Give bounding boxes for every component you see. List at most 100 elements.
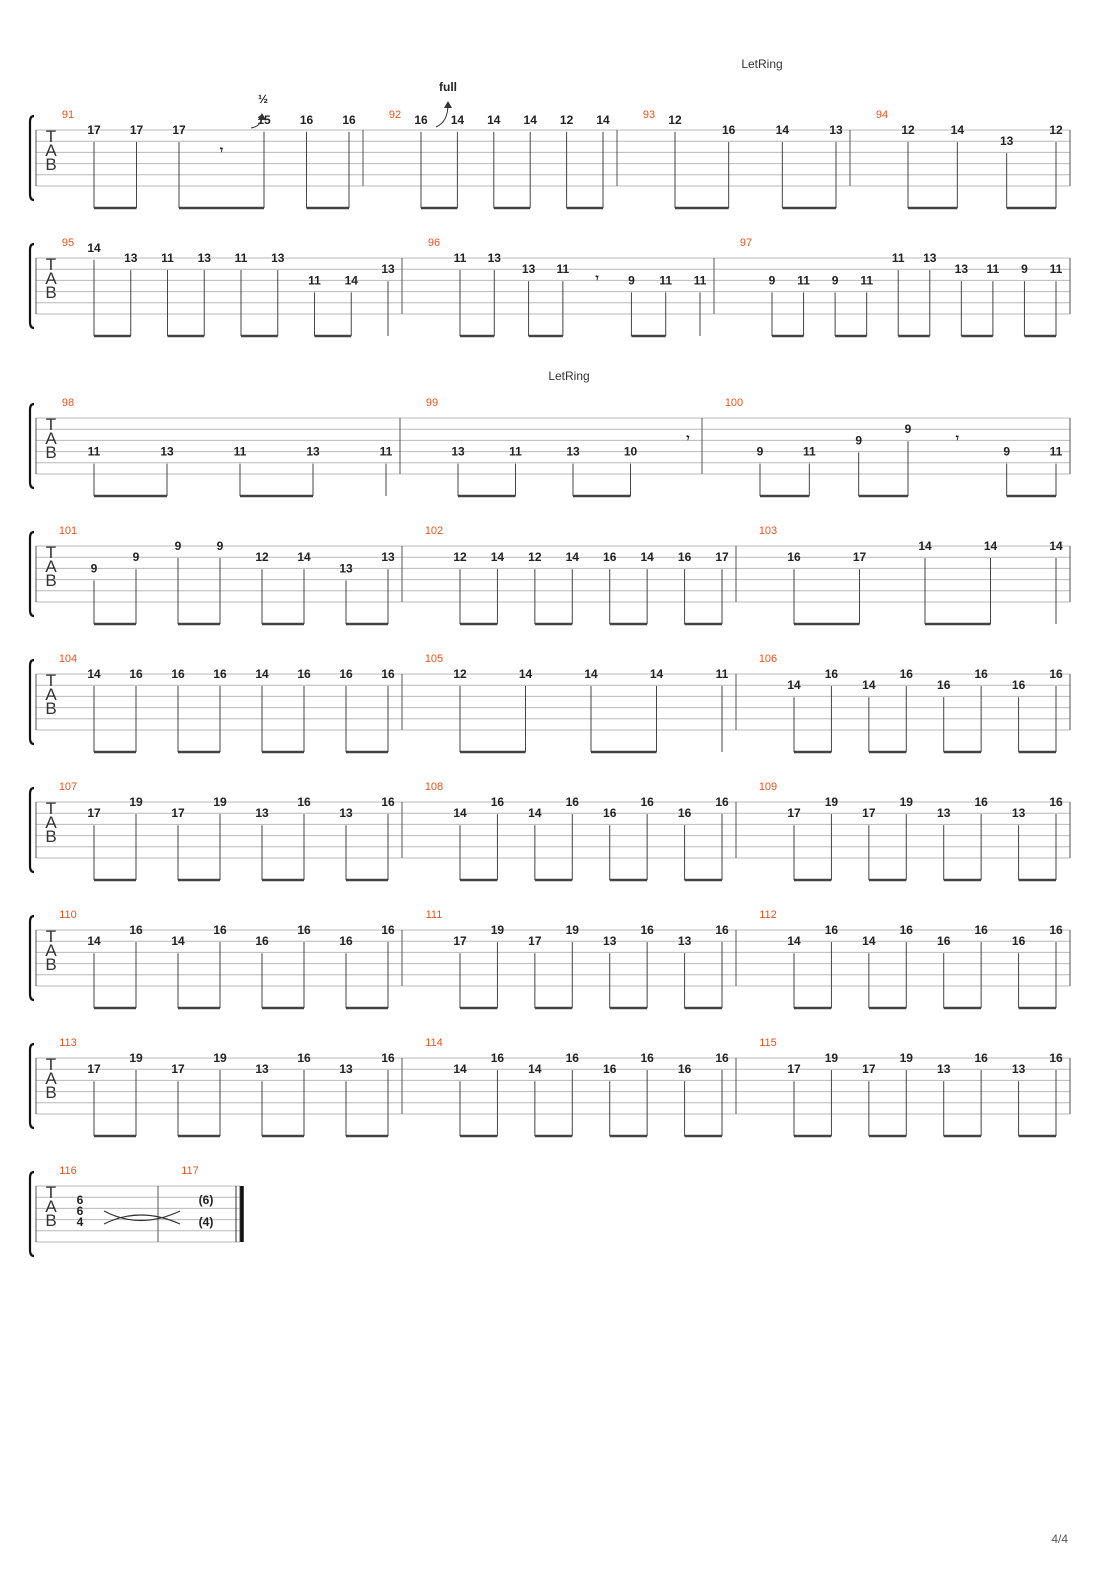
- fret-number: 11: [454, 251, 467, 265]
- fret-number: 16: [381, 1051, 395, 1065]
- measure-number: 105: [425, 653, 443, 665]
- fret-number: 11: [803, 445, 816, 459]
- fret-number: 16: [297, 923, 311, 937]
- tab-clef-letter: B: [45, 1083, 56, 1102]
- fret-number: 12: [255, 550, 269, 564]
- fret-number: 16: [300, 113, 314, 127]
- tab-clef-letter: B: [45, 571, 56, 590]
- fret-number: 13: [1000, 134, 1014, 148]
- fret-number: 16: [213, 667, 227, 681]
- measure: 117(6)(4): [181, 1165, 213, 1229]
- fret-number: 16: [213, 923, 227, 937]
- fret-number: 16: [937, 678, 951, 692]
- fret-number: 17: [715, 550, 729, 564]
- fret-number: 14: [255, 667, 269, 681]
- fret-number: 11: [1050, 262, 1063, 276]
- fret-number: 16: [339, 667, 353, 681]
- fret-number: 16: [342, 113, 356, 127]
- fret-number: 16: [255, 934, 269, 948]
- tab-system: TAB1131719171913161316114141614161616161…: [28, 1037, 1071, 1138]
- system-bracket: [28, 1170, 35, 1258]
- fret-number: 16: [566, 1051, 580, 1065]
- tab-clef-letter: A: [45, 141, 57, 160]
- fret-number: 14: [984, 539, 998, 553]
- fret-number: 17: [862, 806, 876, 820]
- fret-number: 14: [87, 241, 101, 255]
- fret-number: 16: [297, 667, 311, 681]
- fret-number: 13: [255, 1062, 269, 1076]
- tab-clef-letter: A: [45, 269, 57, 288]
- fret-number: 13: [255, 806, 269, 820]
- measure-number: 93: [643, 109, 655, 121]
- fret-number: 16: [640, 923, 654, 937]
- fret-number: 16: [715, 1051, 729, 1065]
- tab-clef-letter: T: [46, 415, 56, 434]
- fret-number: 19: [825, 1051, 839, 1065]
- fret-number: 9: [217, 539, 224, 553]
- fret-number: 14: [951, 123, 965, 137]
- fret-number: 14: [524, 113, 538, 127]
- fret-number: 13: [937, 806, 951, 820]
- fret-number: 13: [339, 806, 353, 820]
- tab-clef-letter: T: [46, 1183, 56, 1202]
- fret-number: 17: [171, 806, 185, 820]
- bend-arrow-head: [444, 101, 452, 108]
- fret-number: 11: [1050, 445, 1063, 459]
- fret-number: 13: [678, 934, 692, 948]
- tab-clef-letter: A: [45, 1197, 57, 1216]
- fret-number: 11: [987, 262, 1000, 276]
- tab-clef-letter: T: [46, 255, 56, 274]
- fret-number: 14: [1049, 539, 1063, 553]
- tab-clef-letter: A: [45, 557, 57, 576]
- measure-number: 112: [759, 909, 777, 921]
- tab-clef-letter: A: [45, 813, 57, 832]
- measure-number: 114: [425, 1037, 443, 1049]
- tie-arc: [103, 1210, 181, 1222]
- fret-number: 11: [235, 251, 248, 265]
- fret-number: 16: [825, 923, 839, 937]
- fret-number: 16: [640, 1051, 654, 1065]
- fret-number: 14: [453, 806, 467, 820]
- system-bracket: [28, 530, 35, 618]
- measure-number: 106: [759, 653, 777, 665]
- fret-number: 9: [1003, 445, 1010, 459]
- fret-number: 16: [171, 667, 185, 681]
- fret-number: 16: [603, 806, 617, 820]
- tab-clef-letter: A: [45, 941, 57, 960]
- let-ring-label: LetRing: [548, 369, 589, 383]
- fret-number: 13: [160, 445, 174, 459]
- fret-number: 16: [566, 795, 580, 809]
- tab-clef-letter: B: [45, 1211, 56, 1230]
- fret-number: 13: [124, 251, 138, 265]
- fret-number: 12: [901, 123, 915, 137]
- fret-number: 13: [923, 251, 937, 265]
- fret-number: (4): [199, 1215, 214, 1229]
- fret-number: 19: [825, 795, 839, 809]
- tab-clef-letter: T: [46, 799, 56, 818]
- fret-number: 17: [172, 123, 186, 137]
- fret-number: 6: [77, 1193, 84, 1207]
- measure-number: 99: [426, 397, 438, 409]
- fret-number: 19: [900, 1051, 914, 1065]
- fret-number: 16: [825, 667, 839, 681]
- measure-number: 102: [425, 525, 443, 537]
- fret-number: 16: [414, 113, 428, 127]
- tab-clef-letter: B: [45, 955, 56, 974]
- fret-number: 19: [129, 1051, 143, 1065]
- fret-number: 16: [900, 923, 914, 937]
- measure-number: 109: [759, 781, 777, 793]
- tab-clef-letter: B: [45, 155, 56, 174]
